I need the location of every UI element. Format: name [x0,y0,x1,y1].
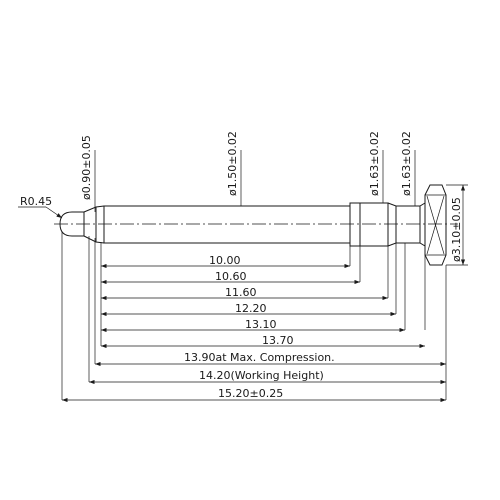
length-label-11-60: 11.60 [225,286,257,299]
radius-callout: R0.45 [18,195,63,219]
length-dimensions: 10.00 10.60 11.60 12.20 13.10 13.70 13.9… [61,254,446,403]
probe-outline [54,184,458,266]
collar-diameter-label-1: ø1.63±0.02 [368,131,381,196]
length-label-working-height: 14.20(Working Height) [199,369,324,382]
extension-lines [61,232,447,400]
length-label-10-00: 10.00 [209,254,241,267]
tip-diameter-label: ø0.90±0.05 [80,135,93,200]
length-label-13-70: 13.70 [262,334,294,347]
length-label-10-60: 10.60 [215,270,247,283]
radius-label: R0.45 [20,195,52,208]
probe-collar [349,202,361,247]
collar-diameter-label-2: ø1.63±0.02 [400,131,413,196]
diameter-callouts: ø0.90±0.05 ø1.50±0.02 ø1.63±0.02 ø1.63±0… [80,131,468,266]
length-label-max-compression: 13.90at Max. Compression. [184,351,335,364]
head-diameter-label: ø3.10±0.05 [450,197,463,262]
length-label-12-20: 12.20 [235,302,267,315]
barrel-diameter-label: ø1.50±0.02 [226,131,239,196]
length-label-13-10: 13.10 [245,318,277,331]
probe-collar-body [359,202,389,247]
probe-neck [387,202,426,247]
probe-barrel [103,205,351,244]
length-label-overall: 15.20±0.25 [218,387,283,400]
